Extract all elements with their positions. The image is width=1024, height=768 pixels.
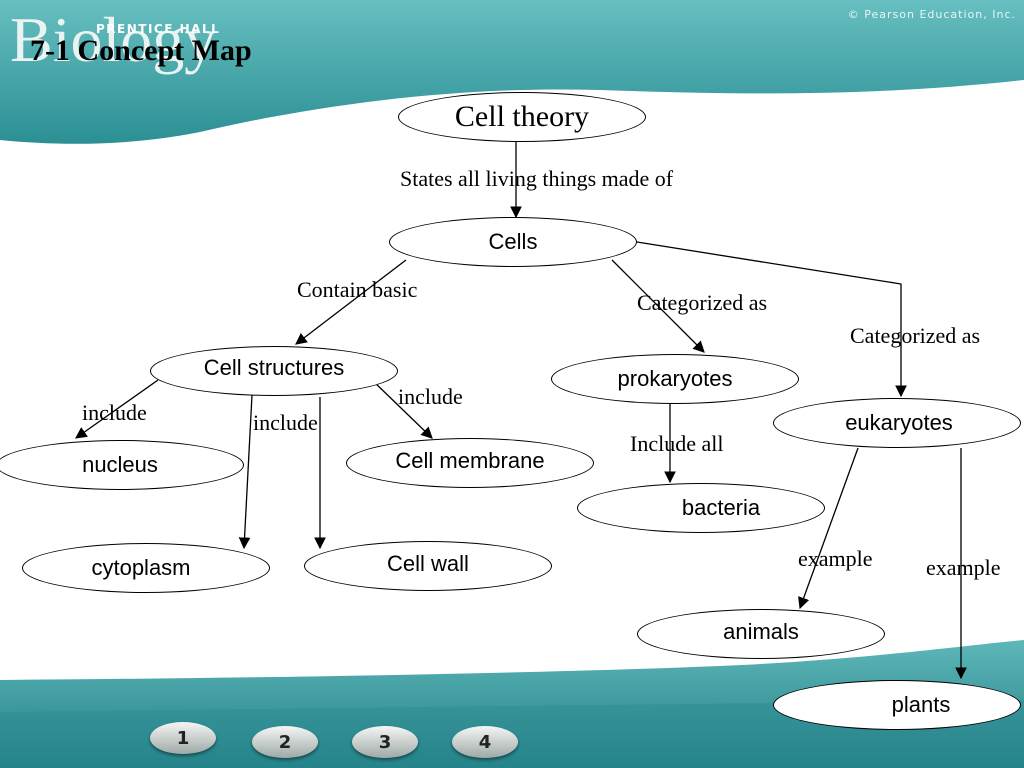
edge-cells-eukaryotes <box>636 241 907 398</box>
edge-eukaryotes-animals <box>798 447 859 610</box>
link-label-include-nucleus: include <box>82 400 147 425</box>
node-cell-theory: Cell theory <box>398 92 646 142</box>
node-cells: Cells <box>389 217 637 267</box>
page-title: 7-1 Concept Map <box>30 34 252 67</box>
biology-logo: Biology <box>10 4 217 75</box>
edge-cells-structures <box>295 259 407 345</box>
header-band <box>0 0 1024 144</box>
link-label-example-plants: example <box>926 555 1001 580</box>
edge-cells-prokaryotes <box>611 259 705 353</box>
link-label-contain-basic: Contain basic <box>297 277 418 302</box>
nav-button-1[interactable]: 1 <box>150 722 216 754</box>
link-label-states: States all living things made of <box>400 166 674 191</box>
edge-structures-nucleus <box>75 379 159 439</box>
node-animals: animals <box>637 609 885 659</box>
node-cytoplasm: cytoplasm <box>22 543 270 593</box>
node-plants: plants <box>773 680 1021 730</box>
link-label-include-cytoplasm: include <box>253 410 318 435</box>
copyright-text: © Pearson Education, Inc. <box>847 8 1016 21</box>
link-label-include-membrane: include <box>398 384 463 409</box>
node-cell-membrane: Cell membrane <box>346 438 594 488</box>
edge-structures-membrane <box>371 379 433 439</box>
nav-button-2[interactable]: 2 <box>252 726 318 758</box>
link-label-include-all: Include all <box>630 431 724 456</box>
link-label-example-animals: example <box>798 546 873 571</box>
node-nucleus: nucleus <box>0 440 244 490</box>
node-cell-structures: Cell structures <box>150 346 398 396</box>
nav-button-4[interactable]: 4 <box>452 726 518 758</box>
node-eukaryotes: eukaryotes <box>773 398 1021 448</box>
nav-button-3[interactable]: 3 <box>352 726 418 758</box>
edge-structures-cytoplasm <box>238 394 253 550</box>
node-cell-wall: Cell wall <box>304 541 552 591</box>
publisher-label: PRENTICE HALL <box>96 22 221 36</box>
node-bacteria: bacteria <box>577 483 825 533</box>
node-prokaryotes: prokaryotes <box>551 354 799 404</box>
link-label-categorized-eukaryotes: Categorized as <box>850 323 981 348</box>
link-label-categorized-prokaryotes: Categorized as <box>637 290 768 315</box>
